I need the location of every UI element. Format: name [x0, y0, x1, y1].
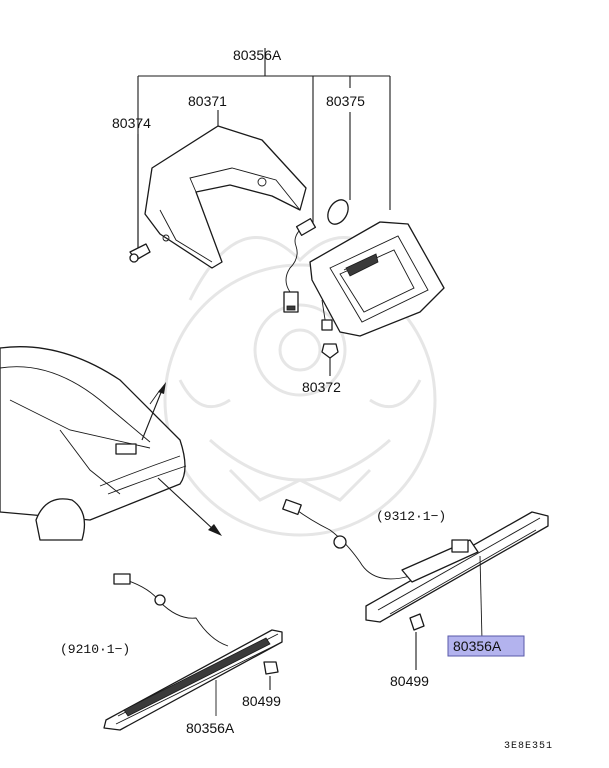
stop-lamp-left	[103, 573, 283, 731]
nut-left	[263, 661, 279, 690]
label-date-right: (9312·1−)	[376, 509, 446, 524]
lamp-housing	[309, 221, 445, 337]
nut-right	[409, 613, 425, 670]
label-nut-right: 80499	[390, 673, 429, 689]
label-cover: 80371	[188, 93, 227, 109]
label-nut-left: 80499	[242, 693, 281, 709]
leader-lines-top	[137, 48, 391, 376]
label-diagram-code: 3E8E351	[504, 741, 553, 752]
label-assembly-right: 80356A	[453, 638, 502, 654]
nut-top	[321, 343, 339, 359]
arrows	[141, 382, 222, 536]
label-date-left: (9210·1−)	[60, 642, 130, 657]
label-nut-top: 80372	[302, 379, 341, 395]
label-bulb: 80375	[326, 93, 365, 109]
label-assembly-left: 80356A	[186, 720, 235, 736]
stop-lamp-right	[282, 498, 549, 641]
label-screw: 80374	[112, 115, 151, 131]
watermark-emblem	[163, 236, 437, 537]
highlight-box	[447, 635, 525, 657]
bulb-socket	[283, 199, 349, 313]
screw	[129, 243, 151, 263]
label-assembly-top: 80356A	[233, 47, 282, 63]
lamp-cover	[144, 125, 307, 269]
car-outline	[0, 346, 187, 541]
